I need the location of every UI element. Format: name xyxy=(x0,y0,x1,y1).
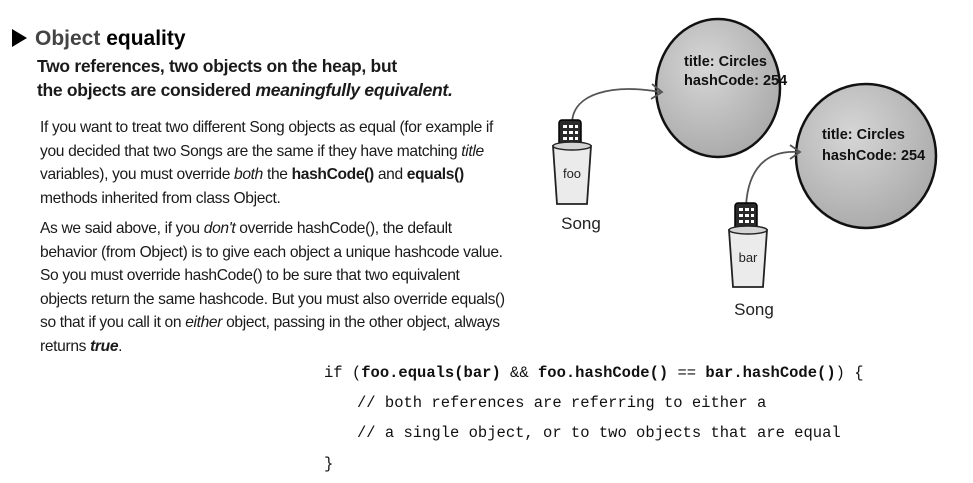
subheading-line-1: Two references, two objects on the heap,… xyxy=(37,56,397,76)
object-1-title: title: Circles xyxy=(684,54,767,70)
bar-label: bar xyxy=(739,250,758,265)
remote-cup-foo: foo Song xyxy=(552,119,601,233)
code-if-line: if (foo.equals(bar) && foo.hashCode() ==… xyxy=(324,364,864,382)
reference-arrow-bar xyxy=(745,144,802,207)
subheading-line-2: the objects are considered meaningfully … xyxy=(37,80,453,101)
heading-lead: Object xyxy=(35,27,101,50)
heap-object-1: title: Circles hashCode: 254 xyxy=(654,17,787,159)
reference-arrow-foo xyxy=(571,83,664,125)
paragraph-2: As we said above, if you don't override … xyxy=(40,220,505,355)
object-2-title: title: Circles xyxy=(822,127,905,143)
code-closing-brace: } xyxy=(324,455,334,473)
bar-type-label: Song xyxy=(734,300,774,319)
code-comment-2: // a single object, or to two objects th… xyxy=(357,424,841,442)
paragraph-1: If you want to treat two different Song … xyxy=(40,119,493,207)
object-1-hashcode: hashCode: 254 xyxy=(684,73,787,89)
heap-object-2: title: Circles hashCode: 254 xyxy=(794,82,938,230)
code-comment-1: // both references are referring to eith… xyxy=(357,394,767,412)
object-2-hashcode: hashCode: 254 xyxy=(822,148,925,164)
remote-cup-bar: bar Song xyxy=(728,202,774,319)
subheading-emphasis: meaningfully equivalent. xyxy=(255,80,453,100)
subheading-prefix: the objects are considered xyxy=(37,80,256,100)
arrow-bullet-icon xyxy=(12,29,27,47)
foo-label: foo xyxy=(563,166,581,181)
section-heading: Object equality xyxy=(12,27,186,51)
foo-type-label: Song xyxy=(561,214,601,233)
heading-tail: equality xyxy=(106,27,186,50)
